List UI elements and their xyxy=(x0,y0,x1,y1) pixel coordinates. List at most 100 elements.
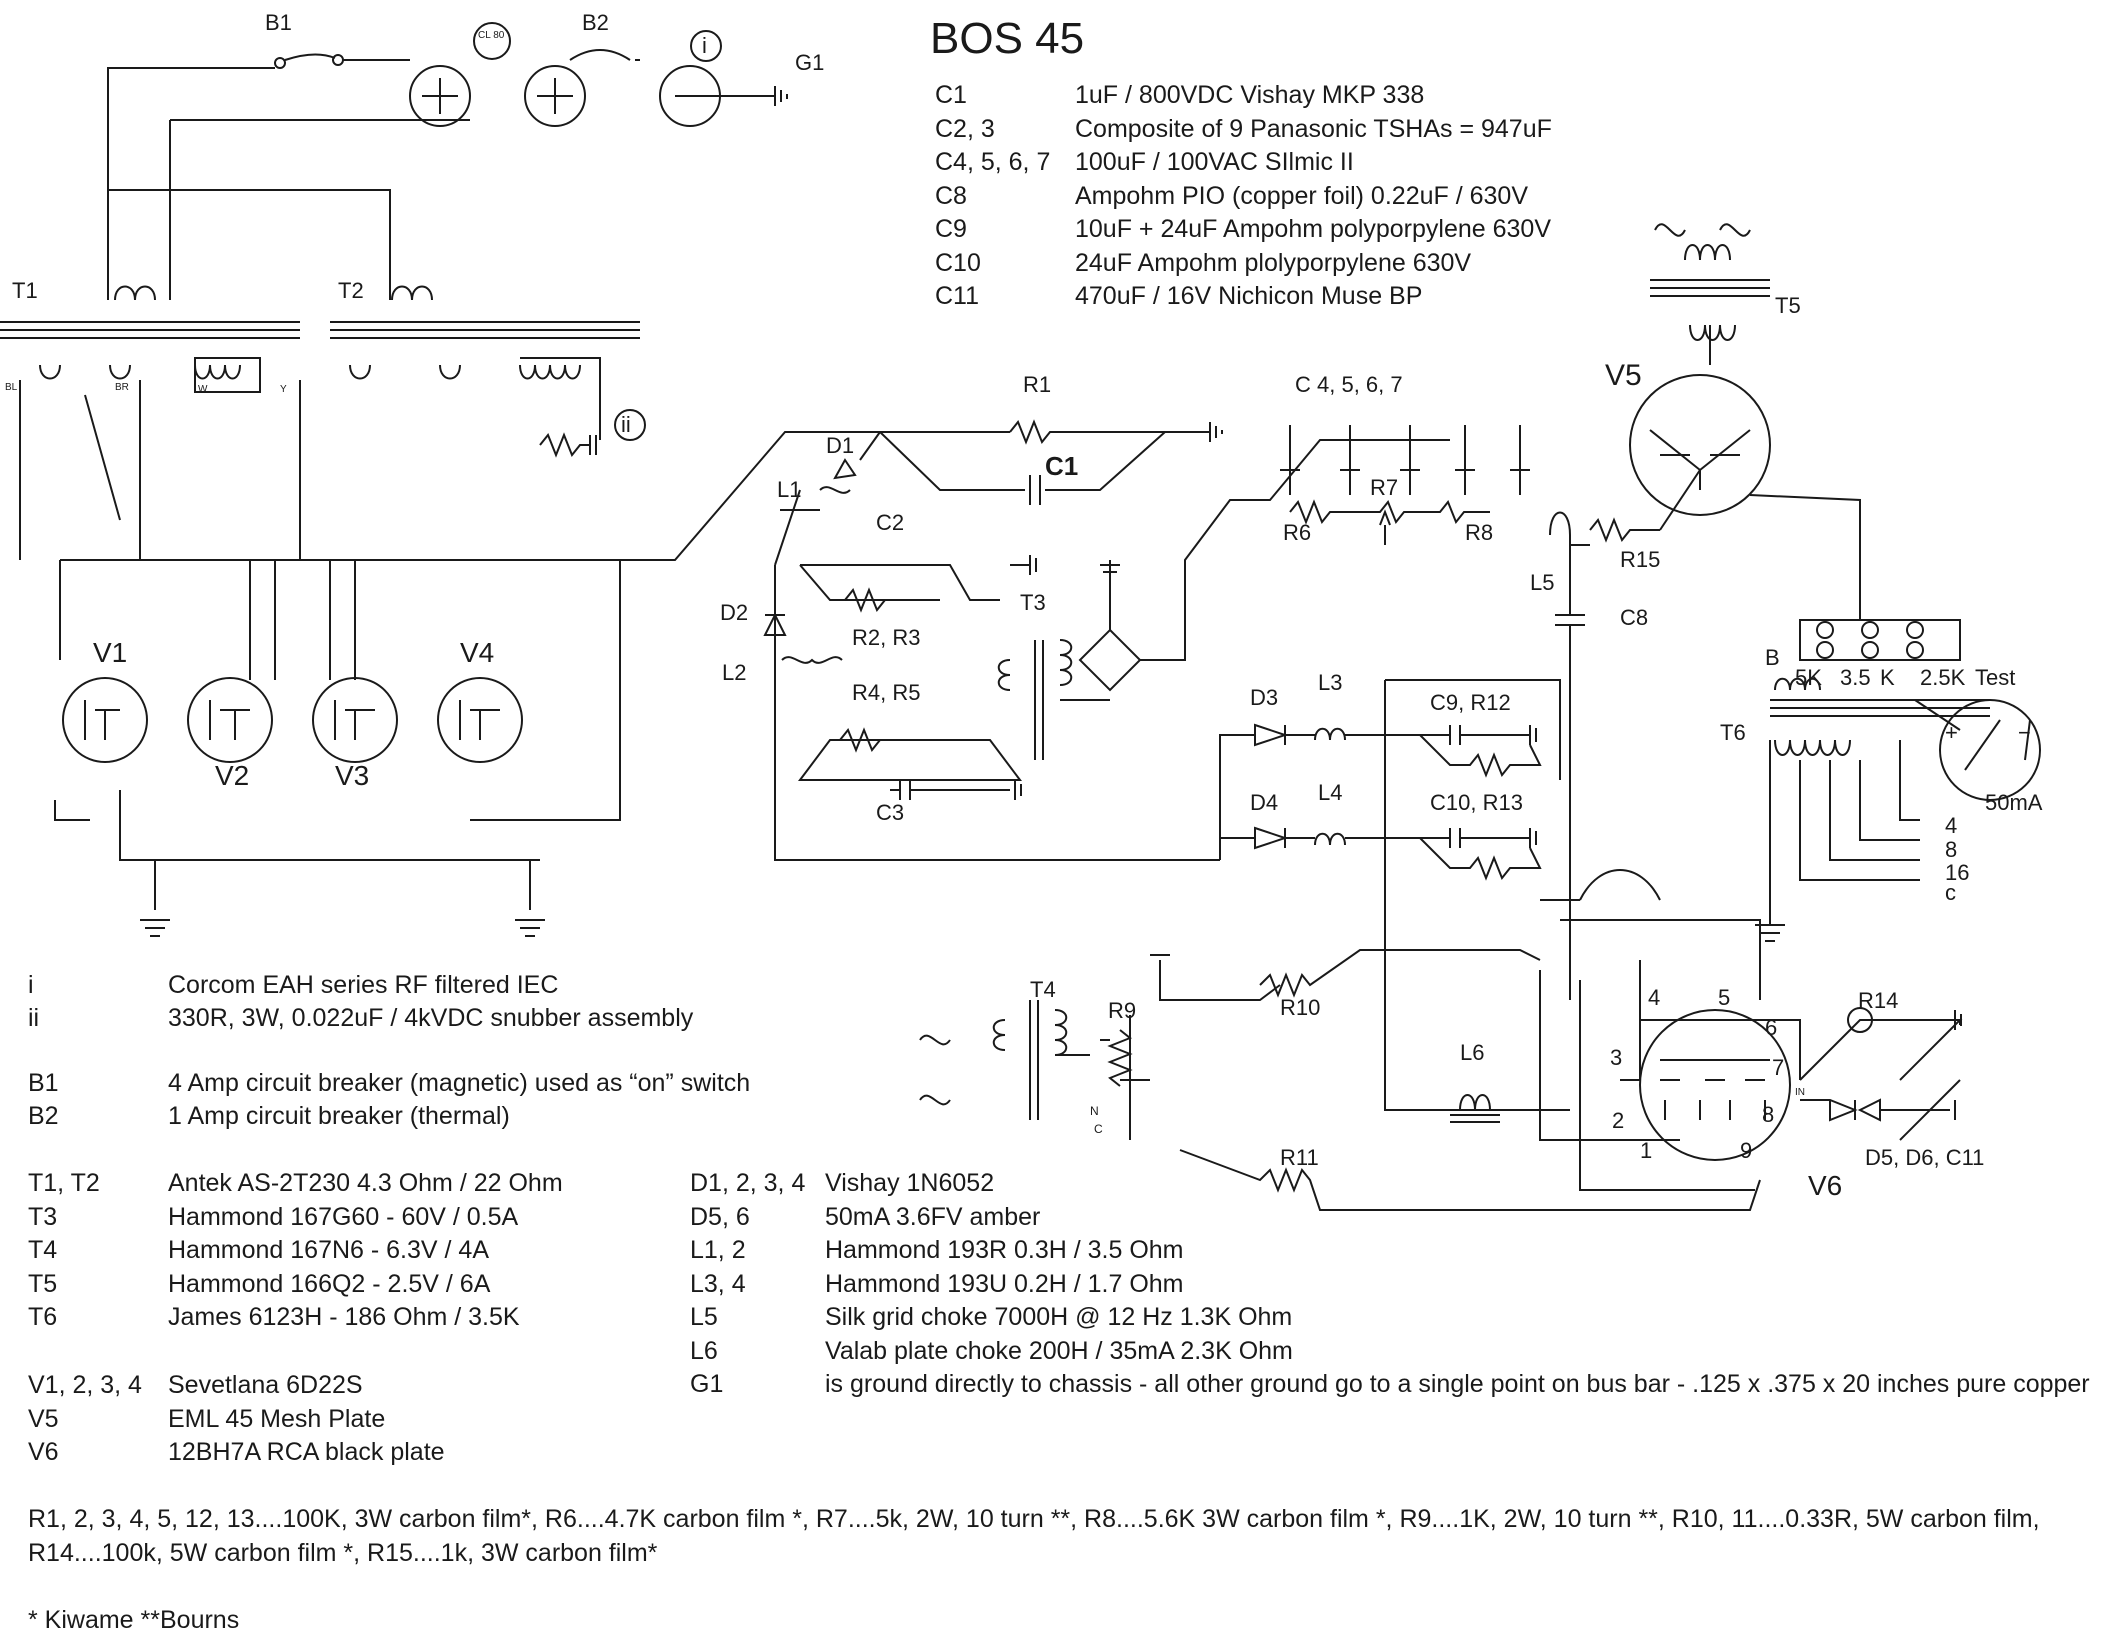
label-br: BR xyxy=(115,382,129,393)
legend-desc: 24uF Ampohm plolyporpylene 630V xyxy=(1075,248,1472,277)
label-v4: V4 xyxy=(460,637,494,668)
label-r4r5: R4, R5 xyxy=(852,680,920,705)
label-n: N xyxy=(1090,1104,1099,1118)
label-t3: T3 xyxy=(1020,590,1046,615)
legend-ref: V5 xyxy=(28,1404,59,1433)
label-t2: T2 xyxy=(338,278,364,303)
legend-desc: Corcom EAH series RF filtered IEC xyxy=(168,971,559,999)
label-c8: C8 xyxy=(1620,605,1648,630)
pin-5: 5 xyxy=(1718,985,1730,1010)
label-bl: BL xyxy=(5,382,18,393)
pin-6: 6 xyxy=(1765,1015,1777,1040)
label-test: Test xyxy=(1975,665,2015,690)
label-tap-25k: 2.5K xyxy=(1920,665,1966,690)
legend-ref: T5 xyxy=(28,1269,58,1298)
label-y: Y xyxy=(280,384,287,395)
legend-desc: EML 45 Mesh Plate xyxy=(168,1404,386,1433)
label-b: B xyxy=(1765,645,1780,670)
legend-ref: i xyxy=(28,971,34,999)
legend-desc: is ground directly to chassis - all othe… xyxy=(825,1370,2090,1398)
legend-ref: C1 xyxy=(935,81,967,109)
label-l3: L3 xyxy=(1318,670,1342,695)
label-l5: L5 xyxy=(1530,570,1554,595)
label-in: IN xyxy=(1795,1087,1805,1098)
label-r11: R11 xyxy=(1280,1145,1319,1170)
label-out-8: 8 xyxy=(1945,837,1957,862)
label-r15: R15 xyxy=(1620,547,1660,572)
label-meter: 50mA xyxy=(1985,790,2043,815)
label-out-4: 4 xyxy=(1945,813,1957,838)
label-d3: D3 xyxy=(1250,685,1278,710)
label-v6: V6 xyxy=(1808,1170,1842,1201)
output-stage-heater xyxy=(919,949,1761,1211)
legend-desc: 470uF / 16V Nichicon Muse BP xyxy=(1075,282,1423,310)
schematic-labels: B1 B2 i G1 CL 80 T1 T2 ii BL BR W Y V1 V… xyxy=(5,10,2043,1201)
pin-9: 9 xyxy=(1740,1138,1752,1163)
label-c-tap: C xyxy=(1094,1122,1103,1136)
label-b2: B2 xyxy=(582,10,609,35)
label-l1: L1 xyxy=(777,477,801,502)
pin-1: 1 xyxy=(1640,1138,1652,1163)
label-g1: G1 xyxy=(795,50,824,75)
legend-ref: D5, 6 xyxy=(690,1202,750,1231)
label-r10: R10 xyxy=(1280,995,1320,1020)
legend-desc: Vishay 1N6052 xyxy=(825,1169,995,1197)
label-r2r3: R2, R3 xyxy=(852,625,920,650)
legend-ref: C2, 3 xyxy=(935,114,995,143)
mains-input xyxy=(107,22,788,300)
legend-desc: 50mA 3.6FV amber xyxy=(825,1202,1041,1231)
label-l4: L4 xyxy=(1318,780,1342,805)
transformer-t1-t2 xyxy=(0,285,646,560)
label-c3: C3 xyxy=(876,800,904,825)
label-out-16: 16 xyxy=(1945,860,1969,885)
legend-desc: 100uF / 100VAC SIlmic II xyxy=(1075,148,1354,176)
label-r9: R9 xyxy=(1108,998,1136,1023)
label-d5d6c11: D5, D6, C11 xyxy=(1865,1145,1984,1170)
label-r7: R7 xyxy=(1370,475,1398,500)
label-v5: V5 xyxy=(1605,359,1642,392)
label-i: i xyxy=(702,33,707,58)
label-t1: T1 xyxy=(12,278,38,303)
legend-desc: Antek AS-2T230 4.3 Ohm / 22 Ohm xyxy=(168,1169,563,1197)
legend-desc: James 6123H - 186 Ohm / 3.5K xyxy=(168,1303,520,1331)
legend-ref: T1, T2 xyxy=(28,1169,100,1197)
legend-ref: ii xyxy=(28,1004,40,1032)
legend-ref: G1 xyxy=(690,1370,724,1398)
legend-desc: Ampohm PIO (copper foil) 0.22uF / 630V xyxy=(1075,181,1528,210)
tube-v6 xyxy=(1539,919,1963,1191)
legend-ref: T3 xyxy=(28,1202,58,1231)
pin-7: 7 xyxy=(1772,1055,1784,1080)
legend-ref: C9 xyxy=(935,215,967,243)
label-d1: D1 xyxy=(826,433,854,458)
legend-ref: B2 xyxy=(28,1102,59,1130)
grid-bias-network xyxy=(1280,425,1701,720)
legend-ref: V1, 2, 3, 4 xyxy=(28,1371,142,1399)
label-plus: + xyxy=(1945,720,1958,745)
page-title: BOS 45 xyxy=(930,14,1085,63)
label-v3: V3 xyxy=(335,760,369,791)
label-r1: R1 xyxy=(1023,372,1051,397)
legend-desc: Hammond 167G60 - 60V / 0.5A xyxy=(168,1202,519,1231)
label-r8: R8 xyxy=(1465,520,1493,545)
label-t4: T4 xyxy=(1030,977,1056,1002)
legend-desc: Hammond 193R 0.3H / 3.5 Ohm xyxy=(825,1236,1184,1264)
resistor-notes: R1, 2, 3, 4, 5, 12, 13....100K, 3W carbo… xyxy=(28,1505,2040,1567)
legend-desc: Hammond 193U 0.2H / 1.7 Ohm xyxy=(825,1269,1184,1298)
label-tap-k: K xyxy=(1880,665,1895,690)
tube-v5 xyxy=(1629,223,1861,620)
tubes-v1-v4 xyxy=(54,559,621,937)
legend-desc: 330R, 3W, 0.022uF / 4kVDC snubber assemb… xyxy=(168,1004,694,1032)
label-ii: ii xyxy=(621,412,631,437)
pin-4: 4 xyxy=(1648,985,1660,1010)
label-d2: D2 xyxy=(720,600,748,625)
legend-ref: L1, 2 xyxy=(690,1236,746,1264)
legend-desc: Silk grid choke 7000H @ 12 Hz 1.3K Ohm xyxy=(825,1303,1293,1331)
legend-ref: T4 xyxy=(28,1236,58,1264)
legend-desc: 12BH7A RCA black plate xyxy=(168,1438,445,1466)
legend-ref: L3, 4 xyxy=(690,1269,746,1298)
legend-desc: Hammond 166Q2 - 2.5V / 6A xyxy=(168,1269,491,1298)
label-d4: D4 xyxy=(1250,790,1278,815)
label-cl80: CL 80 xyxy=(478,30,505,41)
legend-desc: Sevetlana 6D22S xyxy=(168,1371,363,1399)
